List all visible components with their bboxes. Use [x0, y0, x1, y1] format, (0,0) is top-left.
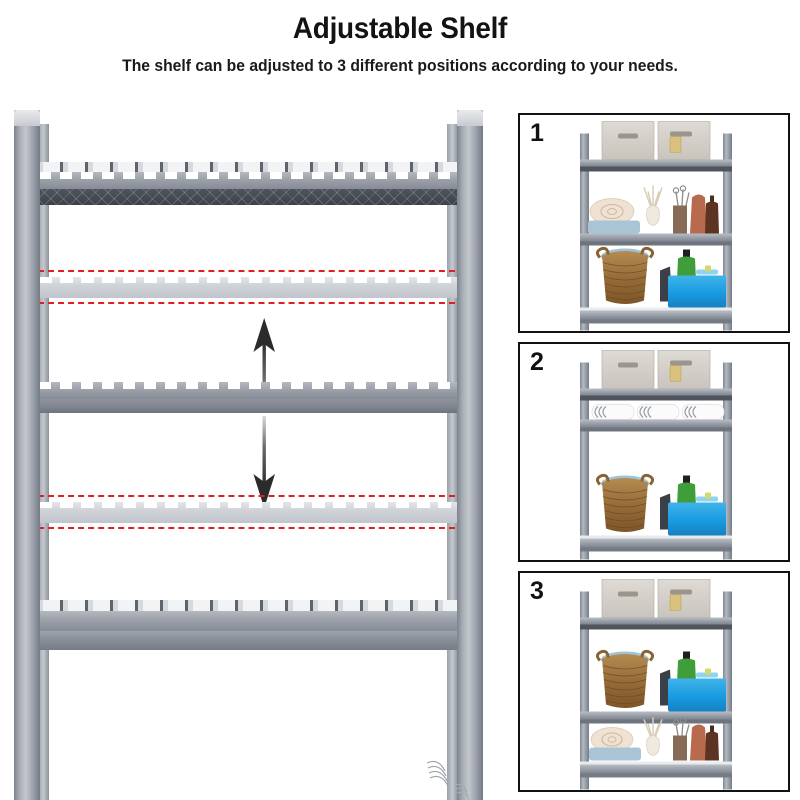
- mini-shelf-top-1: [580, 159, 732, 172]
- mini-shelf-diagram-3: [580, 579, 732, 790]
- header: Adjustable Shelf The shelf can be adjust…: [0, 0, 800, 96]
- toothbrush-cup: [672, 185, 690, 234]
- storage-bin-labeled: [657, 579, 711, 618]
- shelf-post-left: [14, 110, 40, 800]
- shelf-bracket-detail: [426, 760, 470, 800]
- shelf-top-mesh: [18, 189, 478, 205]
- shelf-bottom-rail: [18, 631, 478, 650]
- page-subtitle: The shelf can be adjusted to 3 different…: [122, 57, 678, 75]
- shelf-top-fixed: [18, 162, 478, 208]
- shelf-post-rear-right: [447, 124, 458, 800]
- wicker-basket: [595, 246, 655, 304]
- green-bottle: [677, 249, 696, 281]
- mini-shelf-bottom-3: [580, 761, 732, 778]
- shelf-middle-teeth: [18, 382, 478, 389]
- blue-storage-box: [668, 502, 726, 536]
- rolled-cream-towel: [589, 198, 635, 225]
- main-shelf-illustration: [0, 100, 500, 800]
- storage-bin-plain: [601, 121, 655, 160]
- mini-shelf-movable-raised-2: [580, 419, 732, 432]
- mini-post-right-1: [723, 133, 732, 331]
- folded-blue-towel: [588, 220, 640, 234]
- mini-shelf-movable-lowered-3: [580, 711, 732, 724]
- rolled-white-towel: [591, 404, 635, 420]
- shelf-post-cap-left: [14, 110, 40, 126]
- mini-post-left-1: [580, 133, 589, 331]
- inset-panel-position-2: 2: [518, 342, 790, 562]
- green-bottle: [677, 651, 696, 683]
- page-title: Adjustable Shelf: [292, 12, 508, 45]
- rolled-cream-towel: [590, 727, 634, 752]
- amber-bottle: [690, 194, 707, 234]
- shelf-middle-rail: [18, 399, 478, 413]
- storage-bin-plain: [601, 350, 655, 389]
- shelf-bottom-deck: [18, 611, 478, 631]
- storage-bin-labeled: [657, 350, 711, 389]
- dark-bottle: [705, 195, 719, 234]
- mini-shelf-bottom-2: [580, 535, 732, 552]
- blue-storage-box: [668, 678, 726, 712]
- mini-shelf-diagram-1: [580, 121, 732, 331]
- arrow-down-icon: [253, 416, 275, 508]
- shelf-middle-deck: [18, 382, 478, 399]
- shelf-post-right: [457, 110, 483, 800]
- ghost-shelf-upper-teeth: [18, 277, 478, 283]
- mini-shelf-diagram-2: [580, 350, 732, 560]
- reed-diffuser: [643, 717, 663, 756]
- inset-panel-position-1: 1: [518, 113, 790, 333]
- shelf-top-teeth: [18, 172, 478, 179]
- blue-storage-box: [668, 275, 726, 308]
- mini-shelf-bottom-1: [580, 307, 732, 324]
- dark-bottle: [705, 725, 719, 761]
- arrow-up-icon: [253, 318, 275, 410]
- shelf-bottom-slats: [18, 600, 478, 613]
- shelf-post-rear-left: [38, 124, 49, 800]
- rolled-white-towel: [681, 404, 725, 420]
- mini-post-right-2: [723, 362, 732, 560]
- ghost-shelf-lower-teeth: [18, 502, 478, 508]
- mini-post-right-3: [723, 591, 732, 790]
- folded-blue-towel: [589, 747, 641, 761]
- storage-bin-labeled: [657, 121, 711, 160]
- inset-panel-position-3: 3: [518, 571, 790, 792]
- shelf-top-deck: [18, 172, 478, 189]
- mini-shelf-middle-1: [580, 233, 732, 246]
- mini-post-left-2: [580, 362, 589, 560]
- wicker-basket: [595, 649, 655, 708]
- panel-number-2: 2: [530, 348, 544, 376]
- rolled-white-towel-group: [591, 404, 725, 420]
- panel-number-1: 1: [530, 119, 544, 147]
- wicker-basket: [595, 473, 655, 532]
- rolled-white-towel: [636, 404, 680, 420]
- shelf-top-slats: [18, 162, 478, 175]
- highlight-dashed-box-upper: [28, 270, 475, 304]
- toothbrush-cup: [672, 717, 690, 761]
- shelf-bottom-fixed: [18, 600, 478, 650]
- storage-bin-plain: [601, 579, 655, 618]
- shelf-post-cap-right: [457, 110, 483, 126]
- mini-shelf-top-2: [580, 388, 732, 401]
- panel-number-3: 3: [530, 577, 544, 605]
- mini-shelf-top-3: [580, 617, 732, 630]
- highlight-dashed-box-lower: [28, 495, 475, 529]
- mini-post-left-3: [580, 591, 589, 790]
- shelf-middle-movable[interactable]: [18, 382, 478, 416]
- ghost-shelf-upper[interactable]: [18, 270, 478, 304]
- ghost-shelf-lower[interactable]: [18, 495, 478, 529]
- amber-bottle: [690, 724, 707, 761]
- reed-diffuser: [643, 185, 663, 226]
- green-bottle: [677, 475, 696, 507]
